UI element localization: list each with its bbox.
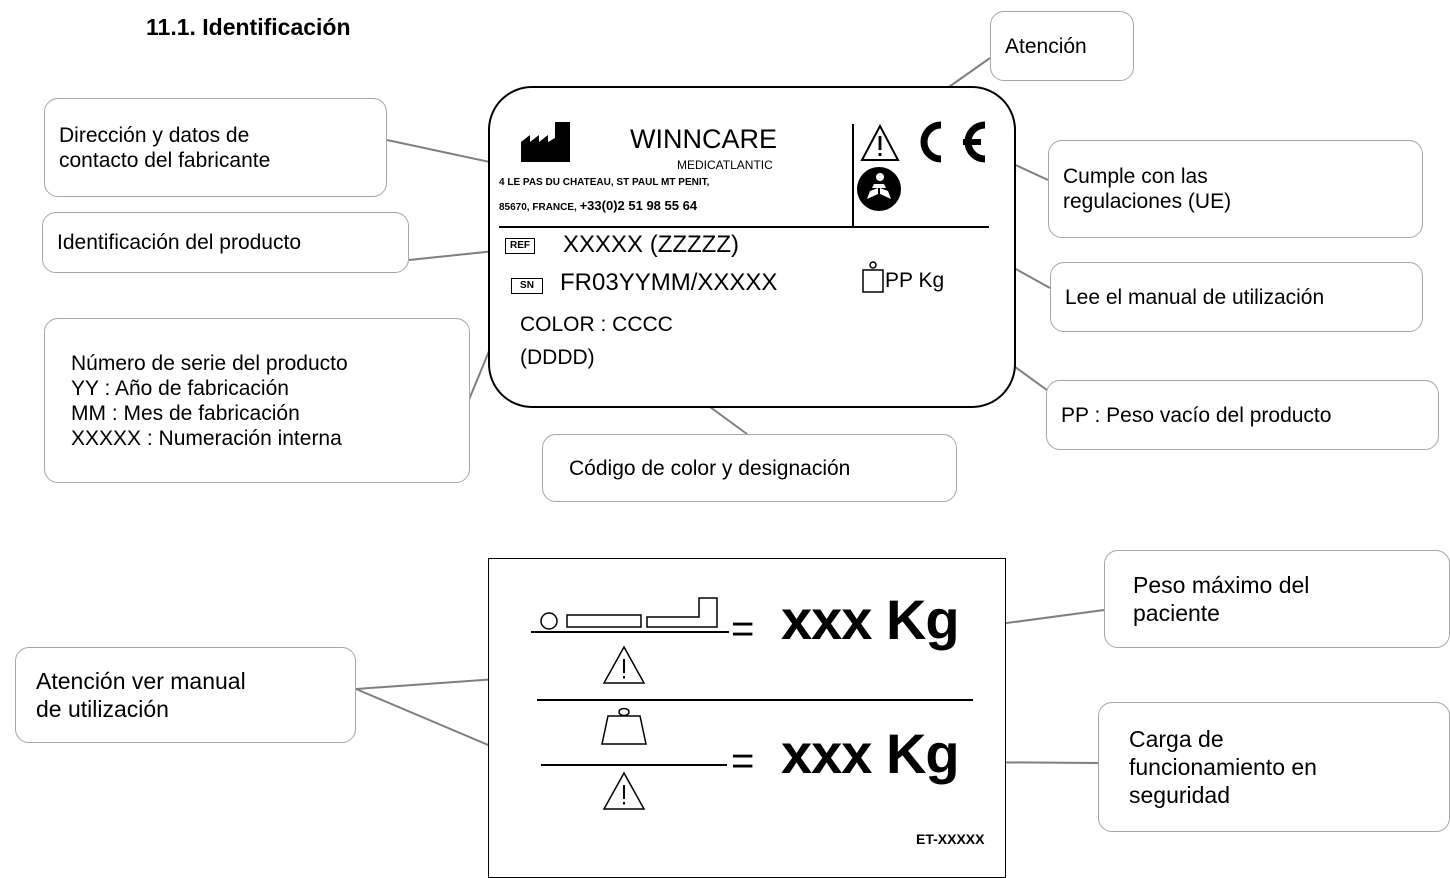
equals-sign-1: = (731, 607, 755, 651)
warning-triangle-icon (602, 771, 646, 810)
warning-triangle-icon (860, 124, 900, 161)
callout-attention: Atención (990, 11, 1134, 81)
callout-max-weight: Peso máximo del paciente (1104, 550, 1450, 648)
ref-value: XXXXX (ZZZZZ) (563, 231, 739, 258)
product-label: WINNCARE MEDICATLANTIC 4 LE PAS DU CHATE… (488, 86, 1016, 408)
load-label: = xxx Kg = xxx Kg ET-XXXXX (488, 558, 1006, 878)
address-line-1: 4 LE PAS DU CHATEAU, ST PAUL MT PENIT, (499, 177, 710, 188)
callout-serial: Número de serie del producto YY : Año de… (44, 318, 470, 483)
safe-working-load-value: xxx Kg (781, 722, 960, 785)
callout-product-id-text: Identificación del producto (57, 231, 301, 254)
warning-triangle-icon (602, 645, 646, 684)
label-divider-vertical (852, 124, 854, 228)
max-patient-weight-value: xxx Kg (781, 588, 960, 651)
callout-ce-text: Cumple con las regulaciones (UE) (1063, 165, 1232, 213)
label-code: ET-XXXXX (916, 831, 985, 847)
read-manual-icon (857, 167, 901, 211)
callout-color-code-text: Código de color y designación (569, 456, 851, 480)
fraction-line-1 (531, 631, 729, 633)
sn-value: FR03YYMM/XXXXX (560, 269, 778, 296)
callout-product-id: Identificación del producto (42, 212, 409, 273)
callout-see-manual-text: Atención ver manual de utilización (36, 668, 246, 722)
brand-name: WINNCARE (630, 124, 777, 154)
ref-symbol-text: REF (510, 240, 530, 251)
callout-safe-load-text: Carga de funcionamiento en seguridad (1129, 726, 1317, 808)
label-separator (537, 699, 973, 701)
ce-mark-icon (920, 121, 986, 163)
label-divider-horizontal (499, 226, 989, 228)
sn-symbol: SN (511, 278, 543, 294)
address-phone: +33(0)2 51 98 55 64 (579, 198, 698, 213)
callout-empty-weight-text: PP : Peso vacío del producto (1061, 403, 1332, 427)
callout-read-manual-text: Lee el manual de utilización (1065, 285, 1325, 309)
color-line-2: (DDDD) (520, 346, 595, 369)
equals-sign-2: = (731, 739, 755, 783)
callout-max-weight-text: Peso máximo del paciente (1133, 572, 1310, 626)
callout-manufacturer-text: Dirección y datos de contacto del fabric… (59, 123, 271, 172)
fraction-line-2 (541, 764, 727, 766)
sub-brand-name: MEDICATLANTIC (677, 158, 773, 172)
ref-symbol: REF (505, 238, 535, 254)
color-line-1: COLOR : CCCC (520, 313, 673, 336)
load-weight-icon (601, 707, 647, 745)
section-heading: 11.1. Identificación (146, 14, 351, 40)
callout-color-code: Código de color y designación (542, 434, 957, 502)
callout-attention-text: Atención (1005, 34, 1087, 58)
address-line-2: 85670, FRANCE, +33(0)2 51 98 55 64 (499, 198, 697, 213)
address-postal: 85670, FRANCE, (499, 202, 580, 213)
sn-symbol-text: SN (520, 280, 534, 291)
callout-read-manual: Lee el manual de utilización (1050, 262, 1423, 332)
callout-serial-text: Número de serie del producto YY : Año de… (71, 351, 348, 450)
callout-ce: Cumple con las regulaciones (UE) (1048, 140, 1423, 238)
callout-empty-weight: PP : Peso vacío del producto (1046, 380, 1439, 450)
callout-see-manual: Atención ver manual de utilización (15, 647, 356, 743)
callout-manufacturer: Dirección y datos de contacto del fabric… (44, 98, 387, 197)
weight-value: PP Kg (885, 269, 945, 292)
callout-safe-load: Carga de funcionamiento en seguridad (1098, 702, 1450, 832)
patient-bed-icon (540, 597, 718, 630)
weight-icon (862, 261, 884, 293)
factory-icon (521, 122, 570, 162)
